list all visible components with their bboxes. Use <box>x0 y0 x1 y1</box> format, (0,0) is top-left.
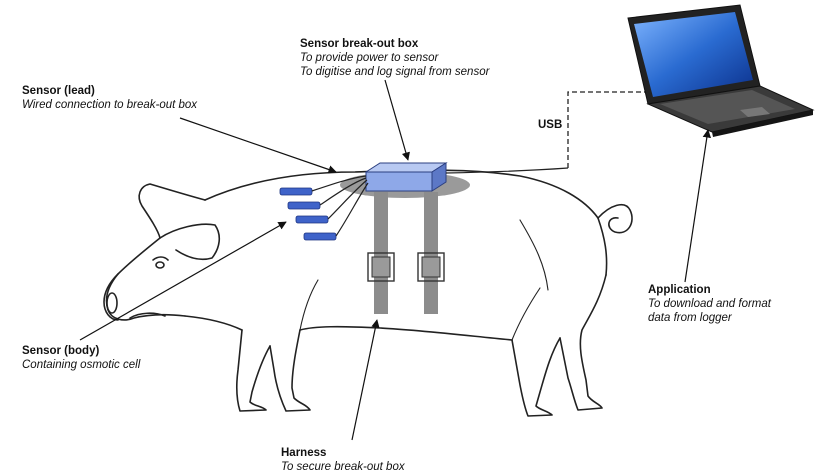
sensor-capsule <box>304 233 336 240</box>
sensor-lead-title: Sensor (lead) <box>22 84 197 98</box>
arrow-sensor-lead <box>180 118 336 172</box>
sensor-body-desc: Containing osmotic cell <box>22 358 140 372</box>
harness-label: Harness To secure break-out box <box>281 446 405 474</box>
harness-desc: To secure break-out box <box>281 460 405 474</box>
pig-outline <box>104 170 632 416</box>
arrow-harness <box>352 320 377 440</box>
breakout-box <box>366 163 446 191</box>
application-label: Application To download and format data … <box>648 283 771 325</box>
breakout-desc-1: To provide power to sensor <box>300 51 489 65</box>
harness-title: Harness <box>281 446 405 460</box>
application-desc-2: data from logger <box>648 311 771 325</box>
breakout-desc-2: To digitise and log signal from sensor <box>300 65 489 79</box>
sensor-capsule <box>280 188 312 195</box>
sensor-capsule <box>296 216 328 223</box>
arrow-breakout <box>385 80 408 160</box>
breakout-label: Sensor break-out box To provide power to… <box>300 37 489 79</box>
usb-connection <box>568 92 655 168</box>
sensor-capsules <box>280 188 336 240</box>
arrow-application <box>685 130 708 282</box>
breakout-title: Sensor break-out box <box>300 37 489 51</box>
application-title: Application <box>648 283 771 297</box>
sensor-lead-label: Sensor (lead) Wired connection to break-… <box>22 84 197 112</box>
usb-label: USB <box>538 119 562 131</box>
harness-straps <box>340 172 470 314</box>
sensor-capsule <box>288 202 320 209</box>
laptop-icon <box>628 5 813 137</box>
sensor-body-label: Sensor (body) Containing osmotic cell <box>22 344 140 372</box>
sensor-body-title: Sensor (body) <box>22 344 140 358</box>
sensor-lead-desc: Wired connection to break-out box <box>22 98 197 112</box>
application-desc-1: To download and format <box>648 297 771 311</box>
